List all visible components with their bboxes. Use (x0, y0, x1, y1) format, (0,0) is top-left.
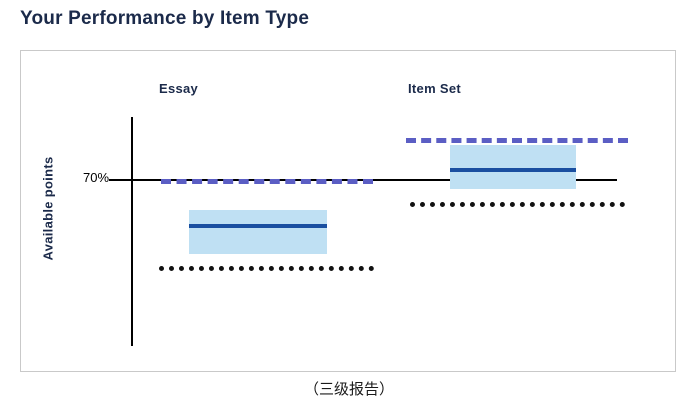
essay-box (189, 210, 327, 254)
item-set-median-line (450, 168, 576, 172)
essay-min-passing-line (159, 266, 374, 271)
group-label-item-set: Item Set (408, 81, 461, 96)
y-axis-tick-70: 70% (83, 170, 110, 185)
essay-your-score-line (161, 179, 373, 184)
page-title: Your Performance by Item Type (20, 8, 310, 29)
item-set-box (450, 145, 576, 189)
chart-plot-area: Available points 70% Essay Item Set (21, 51, 675, 371)
figure-caption: （三级报告） (303, 380, 394, 398)
y-axis-line (131, 117, 133, 346)
y-axis-label: Available points (40, 156, 56, 261)
item-set-min-passing-line (410, 202, 625, 207)
group-label-essay: Essay (159, 81, 199, 96)
chart-frame: Available points 70% Essay Item Set (20, 50, 676, 372)
item-set-your-score-line (406, 138, 628, 143)
essay-median-line (189, 224, 327, 228)
